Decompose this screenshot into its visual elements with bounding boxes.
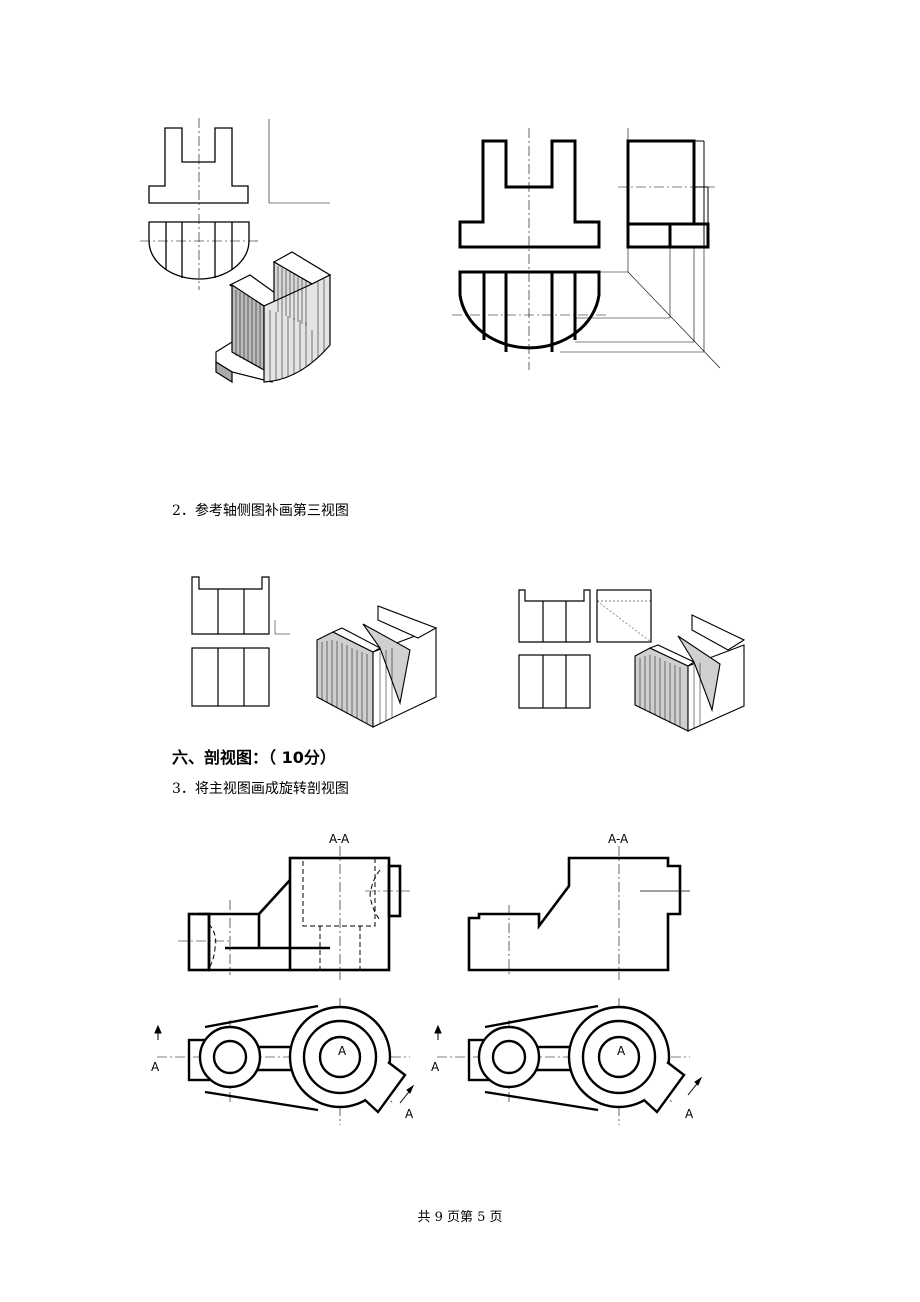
figure-3-answer-views: A-A A A A: [431, 832, 703, 1125]
figure-1-given-views: [140, 118, 332, 384]
section-label-answer: A-A: [608, 832, 629, 846]
figure-3-given-views: A-A A A A: [151, 832, 415, 1125]
cut-label-left-given: A: [151, 1060, 160, 1074]
cut-label-center-answer: A: [617, 1044, 626, 1058]
cut-label-right-given: A: [405, 1107, 414, 1121]
question-2-text: 2．参考轴侧图补画第三视图: [172, 503, 349, 519]
section-6-heading: 六、剖视图：（ 10分）: [172, 748, 336, 767]
cut-label-center-given: A: [338, 1044, 347, 1058]
figure-2-given-views: [191, 576, 438, 728]
cut-label-right-answer: A: [685, 1107, 694, 1121]
figure-1-answer-views: [452, 128, 721, 370]
page-footer: 共 9 页第 5 页: [417, 1210, 503, 1225]
figure-2-answer-views: [518, 589, 746, 732]
cut-label-left-answer: A: [431, 1060, 440, 1074]
question-3-text: 3．将主视图画成旋转剖视图: [172, 781, 349, 797]
section-label-given: A-A: [329, 832, 350, 846]
